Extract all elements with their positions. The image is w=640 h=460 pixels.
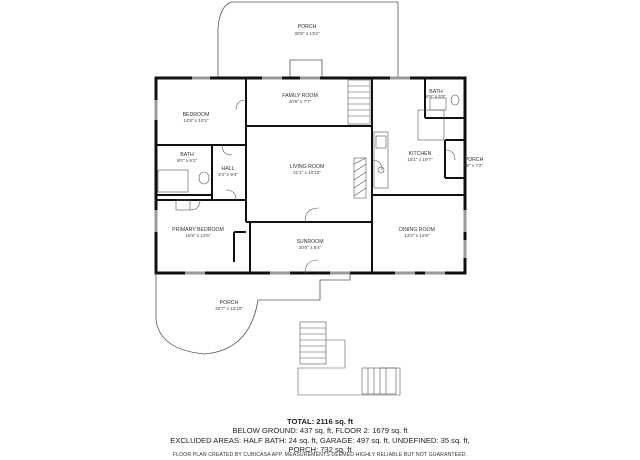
bath-fixtures <box>157 94 460 211</box>
area-summary: TOTAL: 2116 sq. ft BELOW GROUND: 437 sq.… <box>0 417 640 455</box>
kitchen-dims: 15'1" x 19'7" <box>407 157 433 162</box>
area-breakdown-line-1: BELOW GROUND: 437 sq. ft, FLOOR 2: 1679 … <box>232 426 408 436</box>
fireplace <box>353 157 367 199</box>
area-breakdown-line-2: EXCLUDED AREAS: HALF BATH: 24 sq. ft, GA… <box>170 435 470 445</box>
porch-small-dims: 5'8" x 7'2" <box>463 163 483 168</box>
porch-bottom-label: PORCH <box>220 300 239 306</box>
family-room-dims: 20'6" x 7'7" <box>289 99 312 104</box>
porch-small-label: PORCH <box>465 157 484 163</box>
bedroom-label: BEDROOM <box>183 112 210 118</box>
bedroom-dims: 14'8" x 10'2" <box>183 118 209 123</box>
kitchen-fixtures <box>373 109 445 189</box>
porch-steps <box>297 321 401 396</box>
bath-left-dims: 9'0" x 6'1" <box>177 158 197 163</box>
hall-dims: 3'3" x 9'4" <box>218 172 238 177</box>
total-area: TOTAL: 2116 sq. ft <box>287 417 353 426</box>
sunroom-label: SUNROOM <box>296 239 323 245</box>
dining-room-label: DINING ROOM <box>399 227 435 233</box>
kitchen-label: KITCHEN <box>409 151 432 157</box>
exterior-walls <box>154 76 467 275</box>
porch-top <box>217 1 399 79</box>
doors <box>189 99 456 274</box>
family-room-label: FAMILY ROOM <box>282 93 318 99</box>
sunroom-dims: 20'0" x 8'4" <box>299 245 322 250</box>
bath-upper-dims: 6'6" x 6'5" <box>426 94 446 99</box>
primary-bedroom-dims: 15'9" x 12'6" <box>185 233 211 238</box>
interior-walls <box>156 78 465 273</box>
dining-room-dims: 13'2" x 12'8" <box>404 233 430 238</box>
living-room-dims: 21'1" x 10'10" <box>293 170 321 175</box>
primary-bedroom-label: PRIMARY BEDROOM <box>172 227 224 233</box>
living-room-label: LIVING ROOM <box>290 164 325 170</box>
porch-top-label: PORCH <box>298 24 317 30</box>
porch-bottom-dims: 32'7" x 12'10" <box>215 306 243 311</box>
windows <box>154 76 467 275</box>
porch-top-dims: 30'6" x 13'2" <box>294 31 320 36</box>
floor-plan-credit: FLOOR PLAN CREATED BY CUBICASA APP. MEAS… <box>172 452 468 458</box>
bath-left-label: BATH <box>180 152 194 158</box>
porch-bottom <box>155 273 351 355</box>
hall-label: HALL <box>222 166 235 172</box>
area-breakdown-line-3: PORCH: 732 sq. ft <box>288 445 352 455</box>
bath-upper-label: BATH <box>429 89 443 95</box>
floor-plan: PORCH 30'6" x 13'2" <box>154 1 484 396</box>
stairs-family-room <box>347 79 371 125</box>
